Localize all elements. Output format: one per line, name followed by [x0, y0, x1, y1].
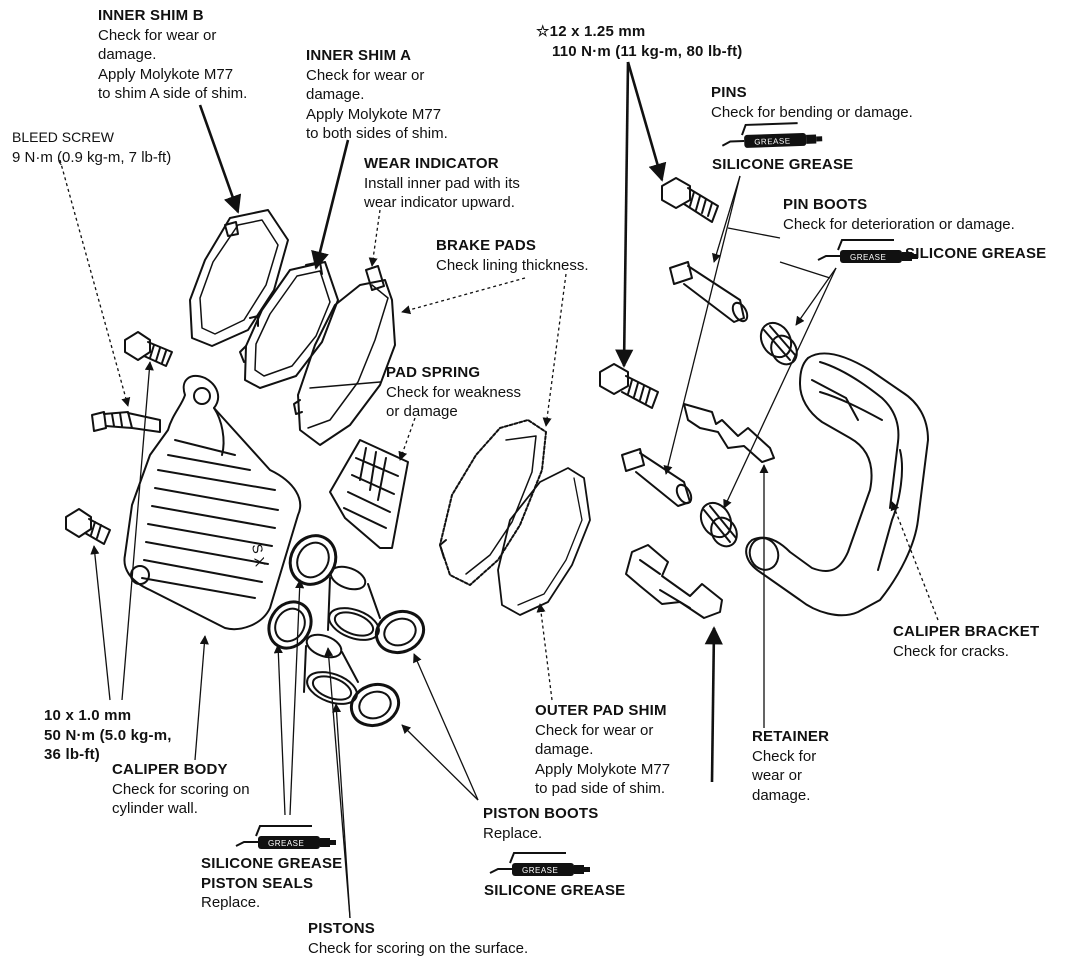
label-piston-seals: SILICONE GREASE PISTON SEALS Replace.: [201, 855, 343, 911]
grease-tube-pins: GREASE: [720, 121, 824, 150]
svg-text:GREASE: GREASE: [850, 253, 886, 262]
label-pins-grease: SILICONE GREASE: [712, 156, 854, 173]
inner-shim-a-part: [239, 261, 339, 389]
caliper-bolt-upper: [124, 331, 173, 367]
svg-text:GREASE: GREASE: [522, 866, 558, 875]
pin-boot-upper: [759, 321, 798, 366]
label-caliper-bolt-spec: 10 x 1.0 mm 50 N·m (5.0 kg-m, 36 lb-ft): [44, 707, 172, 763]
svg-text:GREASE: GREASE: [268, 839, 304, 848]
pin-boot-lower: [699, 501, 738, 548]
bleed-screw-part: [91, 411, 161, 433]
label-bolt-spec: ☆12 x 1.25 mm 110 N·m (11 kg-m, 80 lb-ft…: [536, 23, 743, 60]
label-pin-boots-grease: SILICONE GREASE: [905, 245, 1047, 262]
grease-tube-piston-seals: GREASE: [235, 825, 337, 850]
caliper-bolt-lower: [65, 508, 111, 545]
pad-spring-part: [329, 439, 409, 549]
svg-text:GREASE: GREASE: [754, 136, 791, 146]
leader-lines: [59, 61, 939, 919]
label-pin-boots: PIN BOOTS Check for deterioration or dam…: [783, 196, 1015, 233]
label-piston-boots: PISTON BOOTS Replace.: [483, 805, 599, 842]
bracket-bolt-lower: [599, 363, 659, 409]
label-piston-boots-grease: SILICONE GREASE: [484, 882, 626, 899]
upper-retainer-clips: [683, 403, 775, 463]
inner-brake-pad-part: [293, 265, 396, 446]
label-inner-shim-a: INNER SHIM A Check for wear or damage. A…: [306, 47, 448, 142]
piston-upper: [327, 565, 381, 641]
label-outer-pad-shim: OUTER PAD SHIM Check for wear or damage.…: [535, 702, 671, 797]
label-retainer: RETAINER Check for wear or damage.: [752, 728, 830, 804]
label-caliper-body: CALIPER BODY Check for scoring on cylind…: [112, 761, 250, 817]
pin-upper: [669, 261, 749, 323]
caliper-body-part: S X: [123, 375, 302, 630]
grease-tube-piston-boots: GREASE: [489, 852, 591, 877]
inner-shim-b-part: [189, 209, 289, 347]
piston-lower: [303, 633, 359, 705]
caliper-bracket-part: [745, 352, 929, 617]
outer-brake-pad-part: [439, 419, 547, 586]
label-brake-pads: BRAKE PADS Check lining thickness.: [436, 237, 589, 274]
piston-boot-lower: [349, 682, 401, 728]
label-pins: PINS Check for bending or damage.: [711, 84, 913, 121]
label-caliper-bracket: CALIPER BRACKET Check for cracks.: [893, 623, 1040, 660]
pin-lower: [621, 448, 693, 507]
svg-text:S X: S X: [249, 543, 269, 569]
piston-seal-lower: [267, 600, 313, 650]
label-bleed-screw: BLEED SCREW 9 N·m (0.9 kg-m, 7 lb-ft): [12, 129, 172, 166]
label-wear-indicator: WEAR INDICATOR Install inner pad with it…: [364, 155, 520, 211]
label-inner-shim-b: INNER SHIM B Check for wear or damage. A…: [98, 7, 248, 102]
label-pad-spring: PAD SPRING Check for weakness or damage: [386, 364, 522, 420]
grease-tube-pin-boots: GREASE: [817, 239, 919, 264]
bracket-bolt-upper: [661, 177, 719, 223]
outer-pad-shim-part: [497, 467, 591, 616]
retainer-part: [625, 544, 723, 619]
piston-boot-upper: [374, 609, 426, 655]
label-pistons: PISTONS Check for scoring on the surface…: [308, 920, 529, 957]
